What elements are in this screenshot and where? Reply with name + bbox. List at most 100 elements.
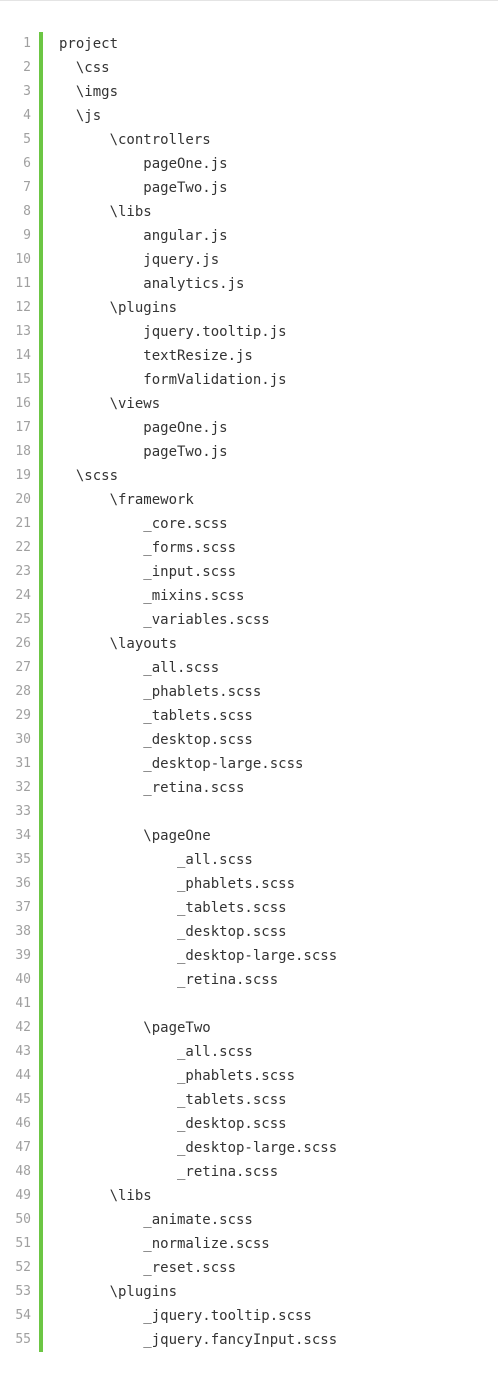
code-text: textResize.js — [59, 348, 253, 364]
code-text: _normalize.scss — [59, 1236, 270, 1252]
line-number: 4 — [23, 108, 31, 123]
code-line: 2 \css — [0, 56, 498, 80]
code-line: 19 \scss — [0, 464, 498, 488]
code-text: project — [59, 36, 119, 52]
code-line: 18 pageTwo.js — [0, 440, 498, 464]
code-text: pageTwo.js — [59, 444, 228, 460]
code-text: analytics.js — [59, 276, 245, 292]
code-text: \views — [59, 396, 161, 412]
line-number: 35 — [15, 852, 31, 867]
line-number: 6 — [23, 156, 31, 171]
line-number: 45 — [15, 1092, 31, 1107]
code-line: 46 _desktop.scss — [0, 1112, 498, 1136]
code-text: _all.scss — [59, 660, 220, 676]
code-line: 12 \plugins — [0, 296, 498, 320]
code-line: 44 _phablets.scss — [0, 1064, 498, 1088]
code-line: 41 — [0, 992, 498, 1016]
code-text: _all.scss — [59, 852, 253, 868]
code-text: _retina.scss — [59, 1164, 279, 1180]
code-text: _phablets.scss — [59, 876, 296, 892]
code-text: _desktop.scss — [59, 924, 287, 940]
line-number: 19 — [15, 468, 31, 483]
line-number: 8 — [23, 204, 31, 219]
code-line: 54 _jquery.tooltip.scss — [0, 1304, 498, 1328]
code-line: 38 _desktop.scss — [0, 920, 498, 944]
code-text: \imgs — [59, 84, 119, 100]
code-text: _desktop.scss — [59, 732, 253, 748]
line-number: 37 — [15, 900, 31, 915]
code-line: 43 _all.scss — [0, 1040, 498, 1064]
line-number: 40 — [15, 972, 31, 987]
code-text: \libs — [59, 204, 152, 220]
line-number: 5 — [23, 132, 31, 147]
code-line: 52 _reset.scss — [0, 1256, 498, 1280]
line-number: 36 — [15, 876, 31, 891]
code-text: _all.scss — [59, 1044, 253, 1060]
code-line: 6 pageOne.js — [0, 152, 498, 176]
code-line: 55 _jquery.fancyInput.scss — [0, 1328, 498, 1352]
code-text: _retina.scss — [59, 780, 245, 796]
code-line: 37 _tablets.scss — [0, 896, 498, 920]
line-number: 14 — [15, 348, 31, 363]
line-number: 29 — [15, 708, 31, 723]
line-number: 25 — [15, 612, 31, 627]
line-number: 7 — [23, 180, 31, 195]
line-number: 12 — [15, 300, 31, 315]
line-number: 18 — [15, 444, 31, 459]
code-line: 36 _phablets.scss — [0, 872, 498, 896]
code-text: \layouts — [59, 636, 178, 652]
code-line: 26 \layouts — [0, 632, 498, 656]
code-line: 15 formValidation.js — [0, 368, 498, 392]
line-number: 55 — [15, 1332, 31, 1347]
code-line: 9 angular.js — [0, 224, 498, 248]
line-number: 27 — [15, 660, 31, 675]
code-text: pageOne.js — [59, 156, 228, 172]
code-line: 17 pageOne.js — [0, 416, 498, 440]
line-number: 15 — [15, 372, 31, 387]
code-text: pageTwo.js — [59, 180, 228, 196]
code-text: jquery.tooltip.js — [59, 324, 287, 340]
code-line: 25 _variables.scss — [0, 608, 498, 632]
code-text: \css — [59, 60, 110, 76]
top-divider — [0, 0, 498, 1]
code-text: _core.scss — [59, 516, 228, 532]
code-text: formValidation.js — [59, 372, 287, 388]
code-line: 13 jquery.tooltip.js — [0, 320, 498, 344]
line-number: 17 — [15, 420, 31, 435]
line-number: 24 — [15, 588, 31, 603]
code-line: 27 _all.scss — [0, 656, 498, 680]
code-text: _animate.scss — [59, 1212, 253, 1228]
line-number: 26 — [15, 636, 31, 651]
line-number: 28 — [15, 684, 31, 699]
code-text: _jquery.fancyInput.scss — [59, 1332, 338, 1348]
code-line: 29 _tablets.scss — [0, 704, 498, 728]
line-number: 30 — [15, 732, 31, 747]
code-line: 14 textResize.js — [0, 344, 498, 368]
code-line: 40 _retina.scss — [0, 968, 498, 992]
code-text: \pageOne — [59, 828, 211, 844]
code-line: 24 _mixins.scss — [0, 584, 498, 608]
code-text: _retina.scss — [59, 972, 279, 988]
code-text: \pageTwo — [59, 1020, 211, 1036]
line-number: 42 — [15, 1020, 31, 1035]
code-text: \framework — [59, 492, 194, 508]
code-text: _desktop.scss — [59, 1116, 287, 1132]
code-text: \plugins — [59, 1284, 178, 1300]
line-number: 33 — [15, 804, 31, 819]
code-line: 4 \js — [0, 104, 498, 128]
code-line: 10 jquery.js — [0, 248, 498, 272]
code-text: _tablets.scss — [59, 708, 253, 724]
line-number: 47 — [15, 1140, 31, 1155]
code-line: 28 _phablets.scss — [0, 680, 498, 704]
line-number: 38 — [15, 924, 31, 939]
line-number: 20 — [15, 492, 31, 507]
line-number: 43 — [15, 1044, 31, 1059]
line-number: 49 — [15, 1188, 31, 1203]
code-line: 48 _retina.scss — [0, 1160, 498, 1184]
code-text: \plugins — [59, 300, 178, 316]
line-number: 48 — [15, 1164, 31, 1179]
code-line: 23 _input.scss — [0, 560, 498, 584]
line-number: 32 — [15, 780, 31, 795]
